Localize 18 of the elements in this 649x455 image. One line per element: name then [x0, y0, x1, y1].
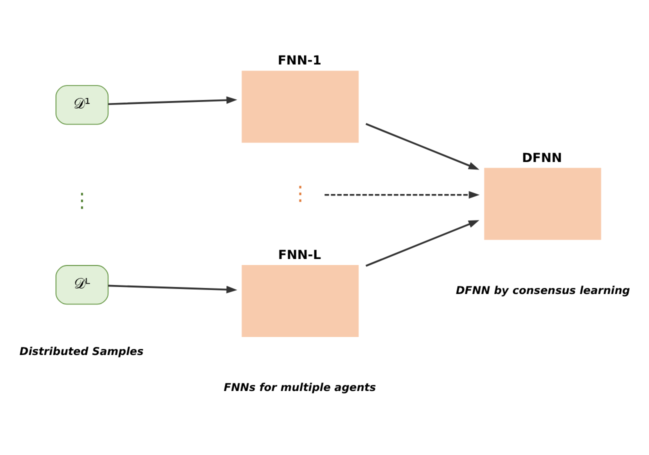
- arrow: [366, 220, 480, 267]
- node-text: ⋮: [290, 182, 310, 205]
- arrow: [108, 96, 238, 105]
- arrow: [108, 284, 238, 294]
- arrow: [324, 191, 480, 199]
- node-label: FNN-L: [278, 246, 322, 262]
- node-label: FNN-1: [278, 52, 322, 68]
- node-label: DFNN: [522, 150, 562, 165]
- label: DFNN by consensus learning: [456, 284, 630, 297]
- node-box: [484, 168, 602, 240]
- node-box: 𝒟ᴸ: [56, 265, 109, 305]
- arrow: [366, 123, 480, 170]
- node-box: [242, 70, 359, 143]
- node-box: [242, 265, 359, 338]
- node-box: 𝒟¹: [56, 85, 109, 125]
- label: FNNs for multiple agents: [224, 381, 376, 394]
- label: ⋮: [72, 189, 92, 212]
- label: Distributed Samples: [20, 345, 144, 358]
